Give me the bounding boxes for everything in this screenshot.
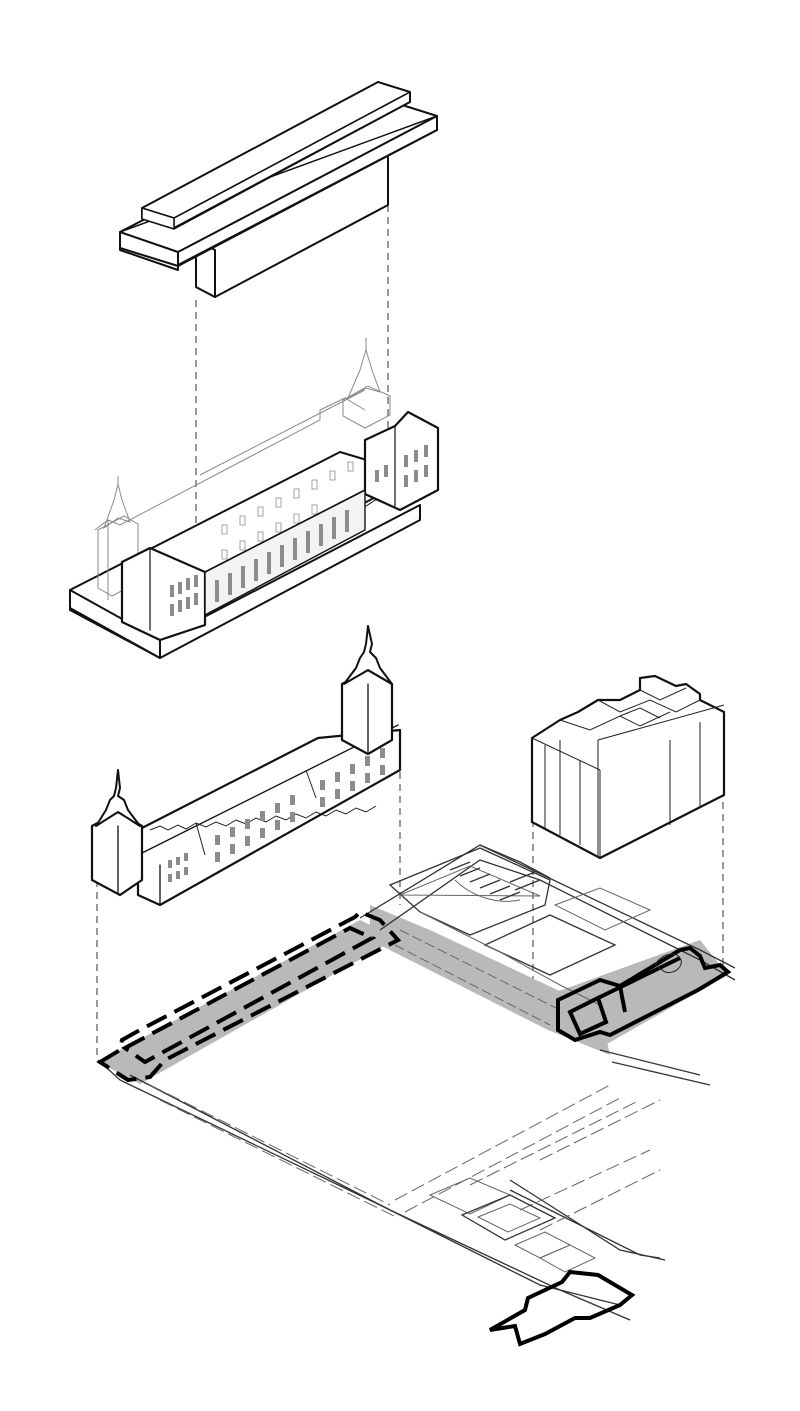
lower-right-block	[530, 674, 726, 860]
ghost-windows	[221, 461, 354, 560]
ghost-tower-right	[342, 338, 391, 429]
top-slab-volume	[119, 81, 438, 298]
left-tower	[90, 769, 144, 897]
ground-floor-plan	[96, 844, 736, 1347]
facade-windows	[170, 445, 428, 616]
right-tower	[340, 625, 394, 756]
wing-windows	[168, 748, 385, 882]
middle-wing-block	[69, 338, 440, 659]
lower-towered-wing	[90, 625, 402, 907]
